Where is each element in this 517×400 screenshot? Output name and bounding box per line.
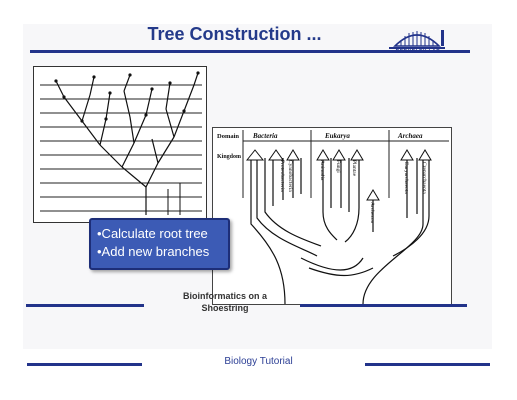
page-footer-title: Biology Tutorial <box>224 356 293 367</box>
callout-box: •Calculate root tree •Add new branches <box>89 218 230 270</box>
domain-bacteria: Bacteria <box>252 132 278 140</box>
group-plantae: Plantae <box>351 160 357 177</box>
slide-footer-line-2: Shoestring <box>201 303 249 313</box>
slide-footer-caption: Bioinformatics on a Shoestring <box>150 290 300 314</box>
group-proteobacteria: Proteobacteria <box>279 160 285 192</box>
domain-archaea: Archaea <box>397 132 423 140</box>
callout-bullet-1: •Calculate root tree <box>97 226 208 241</box>
domain-row-label: Domain <box>217 133 239 140</box>
group-fungi: Fungi <box>335 160 341 173</box>
tree-construction-diagram <box>33 66 207 223</box>
slide-title: Tree Construction ... <box>147 24 322 44</box>
page-footer-divider-left <box>27 363 142 366</box>
logo-text: BERKELEY LAB <box>395 49 441 55</box>
slide-footer-divider-left <box>26 304 144 307</box>
group-archezoa: Archezoa <box>369 202 375 224</box>
group-cyanobacteria: Cyanobacteria <box>287 160 293 192</box>
group-animalia: Animalia <box>319 160 325 181</box>
group-euryarchaeota: Euryarchaeota <box>403 162 409 194</box>
page-footer-divider-right <box>365 363 490 366</box>
tree-of-life-diagram: Domain Kingdom Bacteria Eukarya Archaea <box>212 127 452 305</box>
slide-footer-divider-right <box>300 304 467 307</box>
berkeley-lab-logo <box>389 30 445 49</box>
callout-bullet-2: •Add new branches <box>97 244 210 259</box>
slide-footer-line-1: Bioinformatics on a <box>182 291 267 301</box>
kingdom-row-label: Kingdom <box>217 154 241 160</box>
domain-eukarya: Eukarya <box>324 132 350 140</box>
group-crenarchaeota: Crenarchaeota <box>421 162 427 194</box>
title-divider <box>30 50 470 53</box>
